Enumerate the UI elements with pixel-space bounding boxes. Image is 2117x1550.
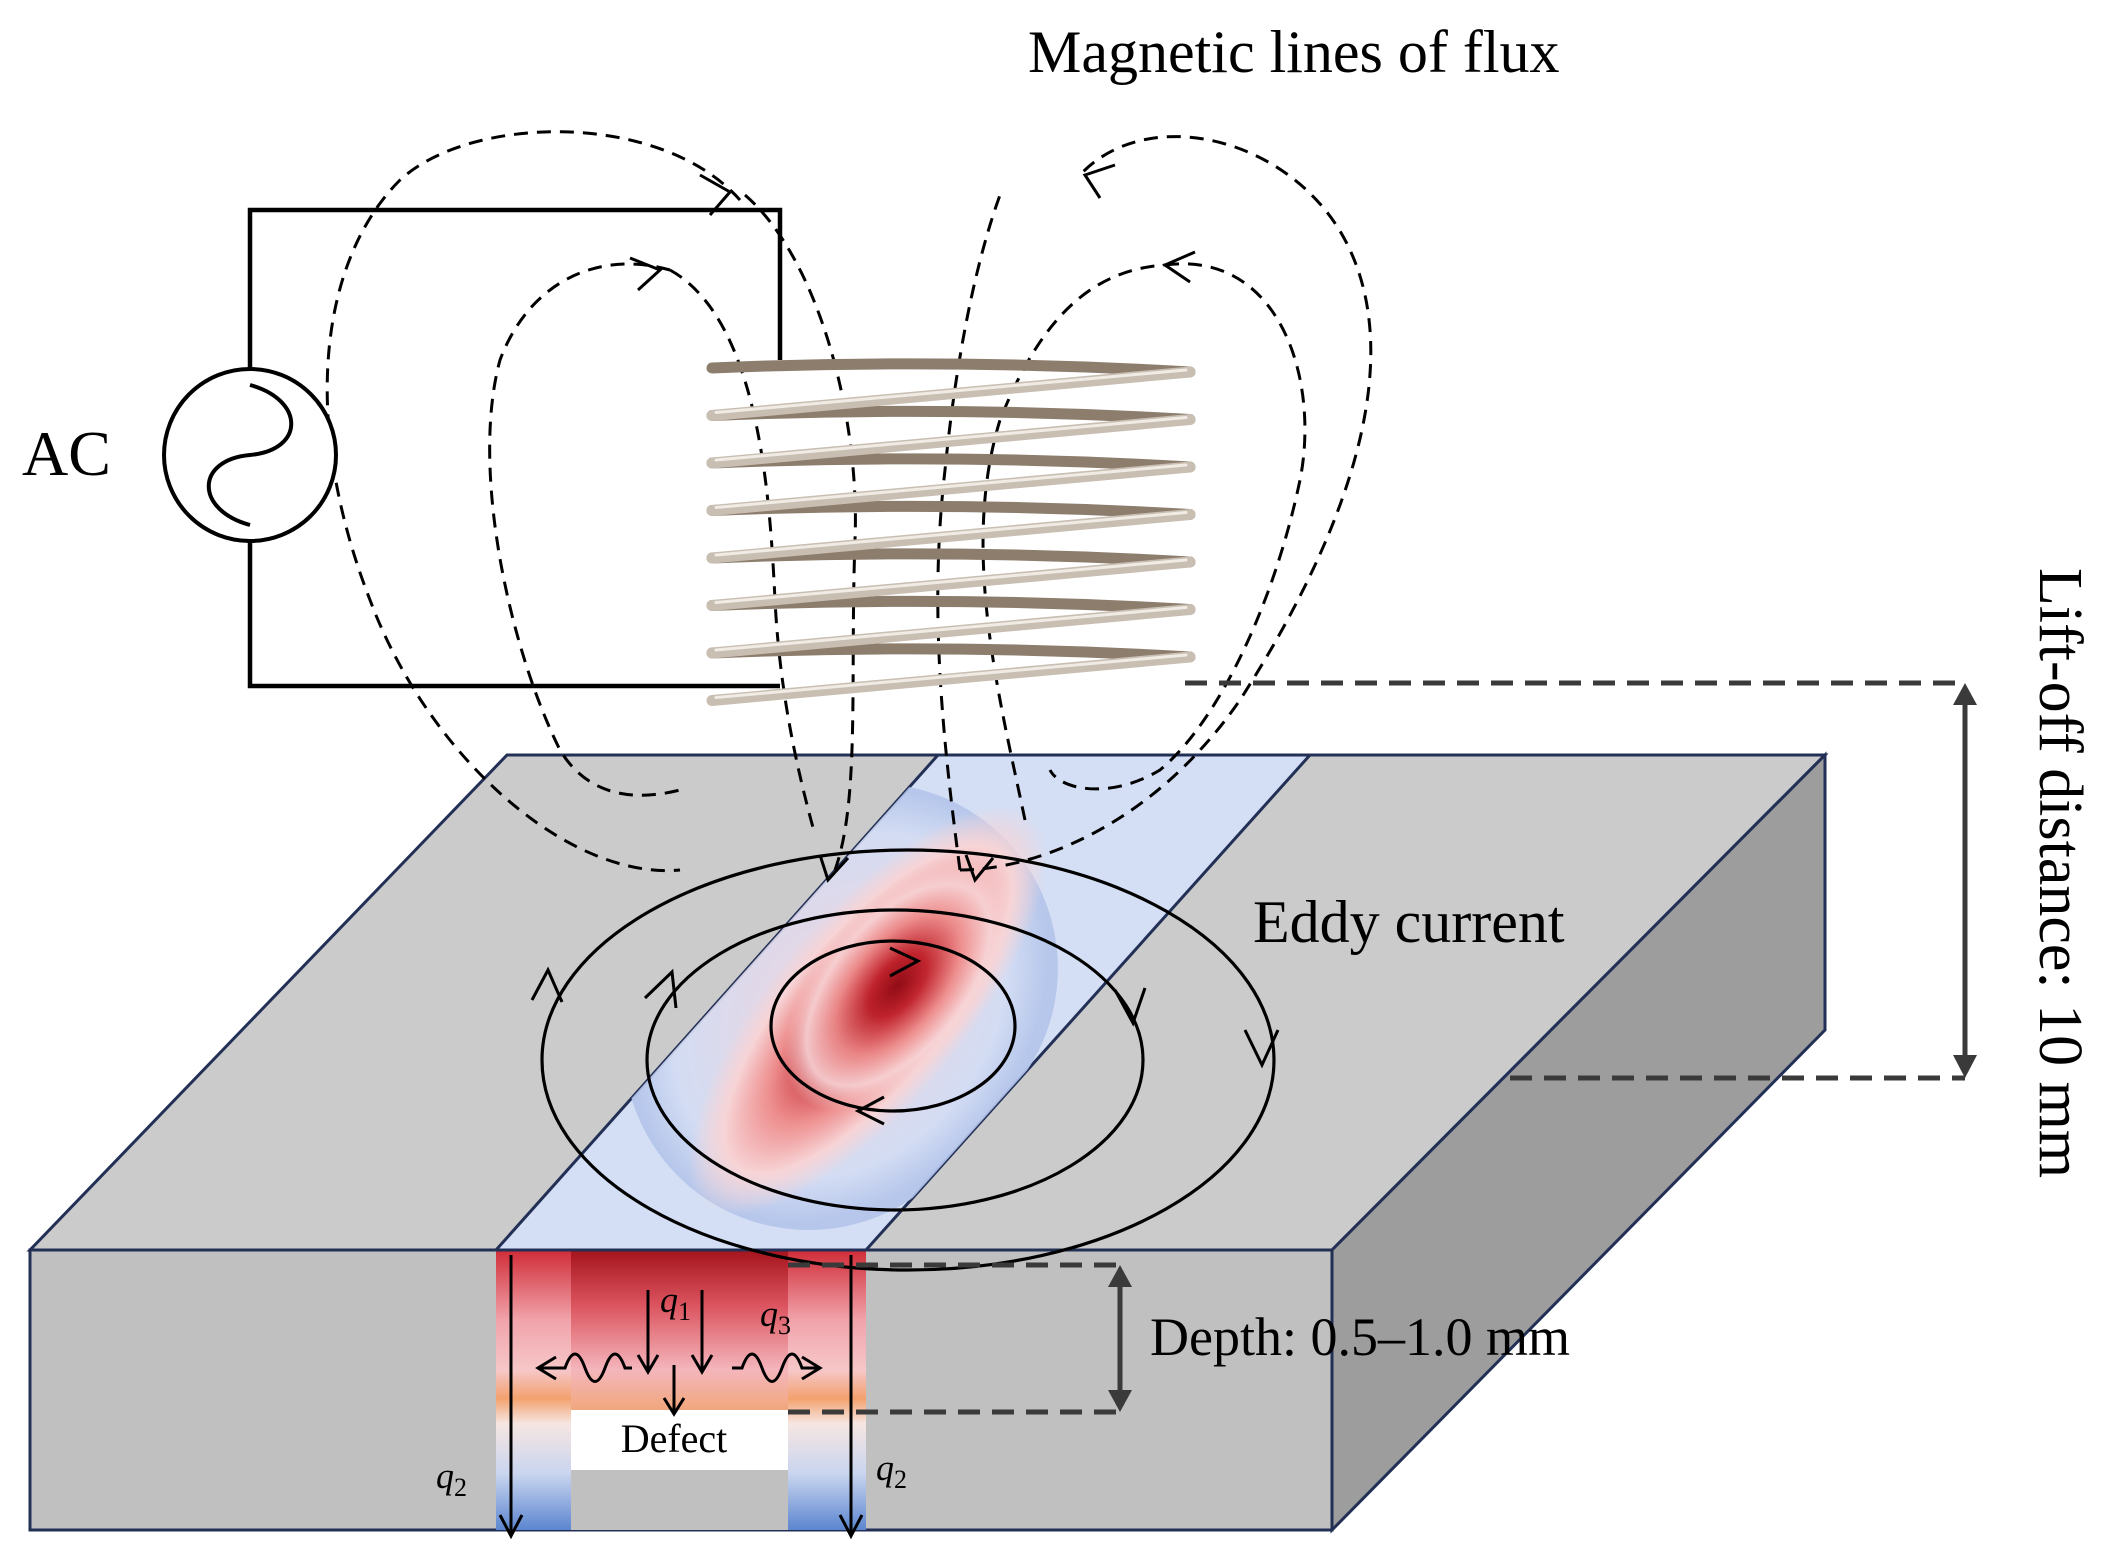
defect-label: Defect	[621, 1416, 728, 1461]
coil-turn-front	[706, 651, 1196, 706]
eddy-current-loops	[530, 848, 1280, 1272]
coil-turn-front	[706, 509, 1196, 564]
coil-turn-highlight	[714, 511, 1188, 557]
coil-turn-highlight	[714, 653, 1188, 699]
sine-wave-icon	[206, 383, 294, 527]
coil-turn-highlight	[714, 368, 1188, 414]
section-wall-left	[496, 1250, 571, 1530]
q2-label-right: q2	[876, 1448, 907, 1494]
ac-label: AC	[22, 418, 111, 489]
coil-turn-front	[706, 461, 1196, 516]
q1-label: q1	[660, 1280, 691, 1326]
section-wall-right	[788, 1250, 866, 1530]
coil-turn-highlight	[714, 463, 1188, 509]
q2-arrows	[498, 1255, 864, 1540]
defect-void	[571, 1410, 788, 1470]
heat-flow-arrows: q1 q3 q2 q2	[436, 1255, 907, 1540]
liftoff-dimension	[1185, 680, 1977, 1081]
ac-circuit: AC	[22, 207, 783, 689]
section-top-layer	[571, 1250, 788, 1410]
q2-label-left: q2	[436, 1456, 467, 1502]
flux-lines	[325, 130, 1373, 883]
coil-turn-front	[706, 556, 1196, 611]
eddy-loop-outer	[540, 848, 1276, 1272]
flux-label: Magnetic lines of flux	[1028, 19, 1560, 85]
coil-turn-front	[706, 604, 1196, 659]
liftoff-label: Lift-off distance: 10 mm	[2026, 568, 2094, 1178]
depth-label: Depth: 0.5–1.0 mm	[1150, 1307, 1570, 1367]
depth-dimension	[788, 1262, 1132, 1415]
eddy-loop-inner	[769, 939, 1017, 1113]
coil-turn-back	[706, 358, 1196, 378]
circuit-wire	[247, 207, 783, 390]
q3-label: q3	[760, 1294, 791, 1340]
coil-turn-highlight	[714, 558, 1188, 604]
eddy-loop-middle	[645, 908, 1145, 1212]
coil-turn-front	[706, 414, 1196, 469]
cross-section: Defect	[496, 1248, 866, 1530]
q3-arrows	[535, 1352, 823, 1383]
eddy-current-label: Eddy current	[1253, 889, 1565, 955]
coil-turn-highlight	[714, 606, 1188, 652]
coil-turn-front	[706, 366, 1196, 421]
q1-arrows	[636, 1290, 714, 1417]
coil-turn-highlight	[714, 416, 1188, 462]
coil-icon	[706, 358, 1196, 706]
